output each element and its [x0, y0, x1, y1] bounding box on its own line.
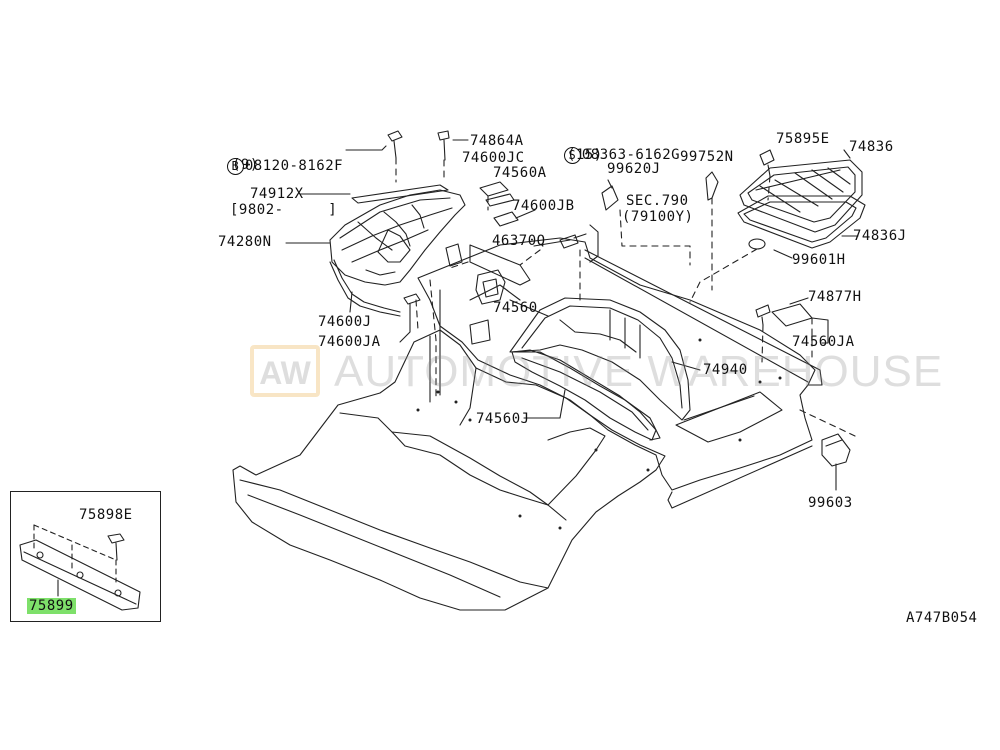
callout-9802-range: [9802- ]: [230, 202, 338, 218]
inset-frame: [10, 491, 161, 622]
circle-b-icon: B: [226, 158, 244, 175]
fasteners: [387, 130, 851, 467]
leader-lines: [285, 139, 859, 491]
callout-99752n[interactable]: 99752N: [680, 149, 734, 165]
mounting-holes: [416, 338, 782, 530]
callout-75899-highlight: 75899: [27, 598, 76, 614]
pad-74560a: [485, 193, 515, 207]
grommet-99601h: [748, 238, 766, 250]
hatch-seal: [737, 195, 866, 249]
callout-46370q[interactable]: 46370Q: [492, 233, 546, 249]
callout-74560a[interactable]: 74560A: [493, 165, 547, 181]
callout-74940[interactable]: 74940: [703, 362, 748, 378]
callout-75899[interactable]: 75899: [27, 598, 76, 614]
wheelhouse-cover: [511, 349, 657, 441]
callout-74836[interactable]: 74836: [849, 139, 894, 155]
circle-s-icon: S: [563, 147, 581, 164]
pad-74600jc: [479, 181, 509, 197]
callout-08120-qty: (9): [232, 157, 259, 173]
assembly-guides: [395, 157, 856, 437]
callout-74836j[interactable]: 74836J: [853, 228, 907, 244]
callout-79100y: (79100Y): [622, 209, 694, 225]
front-floor-carpet: [232, 329, 666, 611]
callout-08363-qty: (15): [567, 147, 603, 163]
callout-74600ja[interactable]: 74600JA: [318, 334, 381, 350]
watermark-badge: AW: [250, 345, 320, 397]
callout-74600jc[interactable]: 74600JC: [462, 150, 525, 166]
callout-74280n[interactable]: 74280N: [218, 234, 272, 250]
callout-code: 08120-8162F: [244, 158, 344, 174]
callout-74864a[interactable]: 74864A: [470, 133, 524, 149]
pad-rect: [469, 319, 491, 345]
watermark: AW AUTOMOTIVE WAREHOUSE: [250, 345, 942, 405]
callout-74600j[interactable]: 74600J: [318, 314, 372, 330]
access-hatch: [739, 159, 863, 233]
callout-74600jb[interactable]: 74600JB: [512, 198, 575, 214]
diagram-code: A747B054: [906, 610, 978, 626]
plug-74560: [475, 269, 506, 305]
watermark-text: AUTOMOTIVE WAREHOUSE: [334, 347, 944, 396]
trim-strip: [351, 184, 449, 204]
callout-sec-790[interactable]: SEC.790: [626, 193, 689, 209]
plate-46370q: [469, 244, 531, 286]
pad-74600ja: [403, 293, 421, 305]
pad-74600jb: [493, 211, 519, 227]
callout-74560[interactable]: 74560: [493, 300, 538, 316]
callout-75898e[interactable]: 75898E: [79, 507, 133, 523]
callout-99620j[interactable]: 99620J: [607, 161, 661, 177]
rear-floor-carpet: [417, 224, 823, 509]
callout-74912x[interactable]: 74912X: [250, 186, 304, 202]
callout-99601h[interactable]: 99601H: [792, 252, 846, 268]
callout-74877h[interactable]: 74877H: [808, 289, 862, 305]
callout-74560j[interactable]: 74560J: [476, 411, 530, 427]
callout-74560ja[interactable]: 74560JA: [792, 334, 855, 350]
inset-step-plate: [19, 524, 141, 611]
watermark-badge-text: AW: [259, 355, 311, 391]
seal-strip: [329, 259, 401, 317]
callout-code: 08363-6162G: [581, 147, 681, 163]
rear-side-trim: [329, 189, 466, 286]
pad-74877h: [771, 303, 813, 327]
callout-75895e[interactable]: 75895E: [776, 131, 830, 147]
callout-99603[interactable]: 99603: [808, 495, 853, 511]
bracket: [445, 243, 463, 267]
